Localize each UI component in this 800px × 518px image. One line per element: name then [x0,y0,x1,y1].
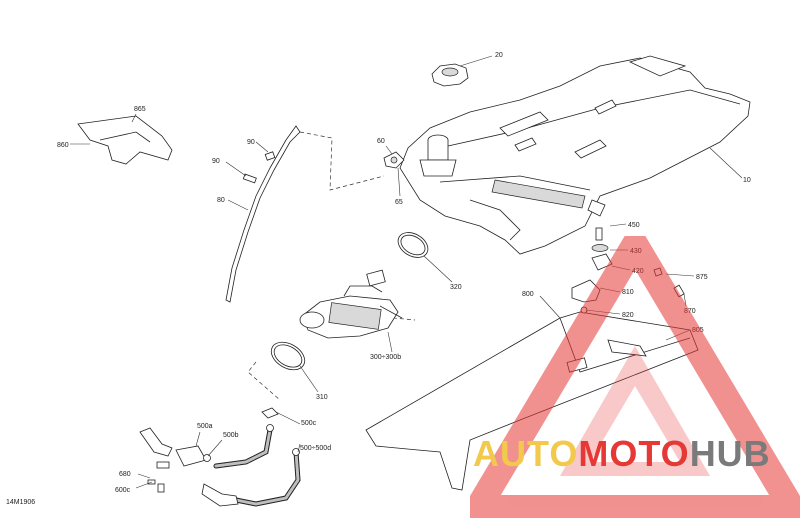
fitting [383,151,405,169]
callout-600c: 600c [115,487,131,494]
watermark-word-hub: HUB [689,433,771,474]
callout-320: 320 [450,284,462,291]
fuel-cap [431,63,469,87]
heat-shield [77,115,173,165]
watermark-logo [470,236,800,518]
callout-860: 860 [57,142,69,149]
fuel-pump [299,269,403,339]
watermark-word-auto: AUTO [473,433,579,474]
drawing-id: 14M1906 [6,499,36,506]
callout-865: 865 [134,106,146,113]
callout-90-upper: 90 [247,139,255,146]
watermark-triangle [470,236,800,518]
callout-60: 60 [377,138,385,145]
watermark-word-moto: MOTO [578,433,690,474]
callout-310: 310 [316,394,328,401]
callout-500a: 500a [197,423,213,430]
hose-clamp [242,151,276,184]
fuel-hose-assembly [139,407,301,507]
callout-500c: 500c [301,420,317,427]
o-ring-310 [270,341,306,371]
fuel-tank [399,55,751,255]
callout-10: 10 [743,177,751,184]
callout-820: 820 [622,312,634,319]
watermark-text: AUTOMOTOHUB [473,433,771,475]
assembly-line [299,131,385,191]
assembly-line [247,361,281,401]
vent-tube [225,125,301,303]
callout-20: 20 [495,52,503,59]
callout-500b: 500b [223,432,239,439]
callout-800: 800 [522,291,534,298]
callout-875: 875 [696,274,708,281]
callout-500d: 500÷500d [300,445,331,452]
callout-680: 680 [119,471,131,478]
callout-450: 450 [628,222,640,229]
callout-65: 65 [395,199,403,206]
callout-300: 300÷300b [370,354,401,361]
callout-810: 810 [622,289,634,296]
o-ring-320 [397,232,429,258]
callout-90-lower: 90 [212,158,220,165]
callout-80: 80 [217,197,225,204]
